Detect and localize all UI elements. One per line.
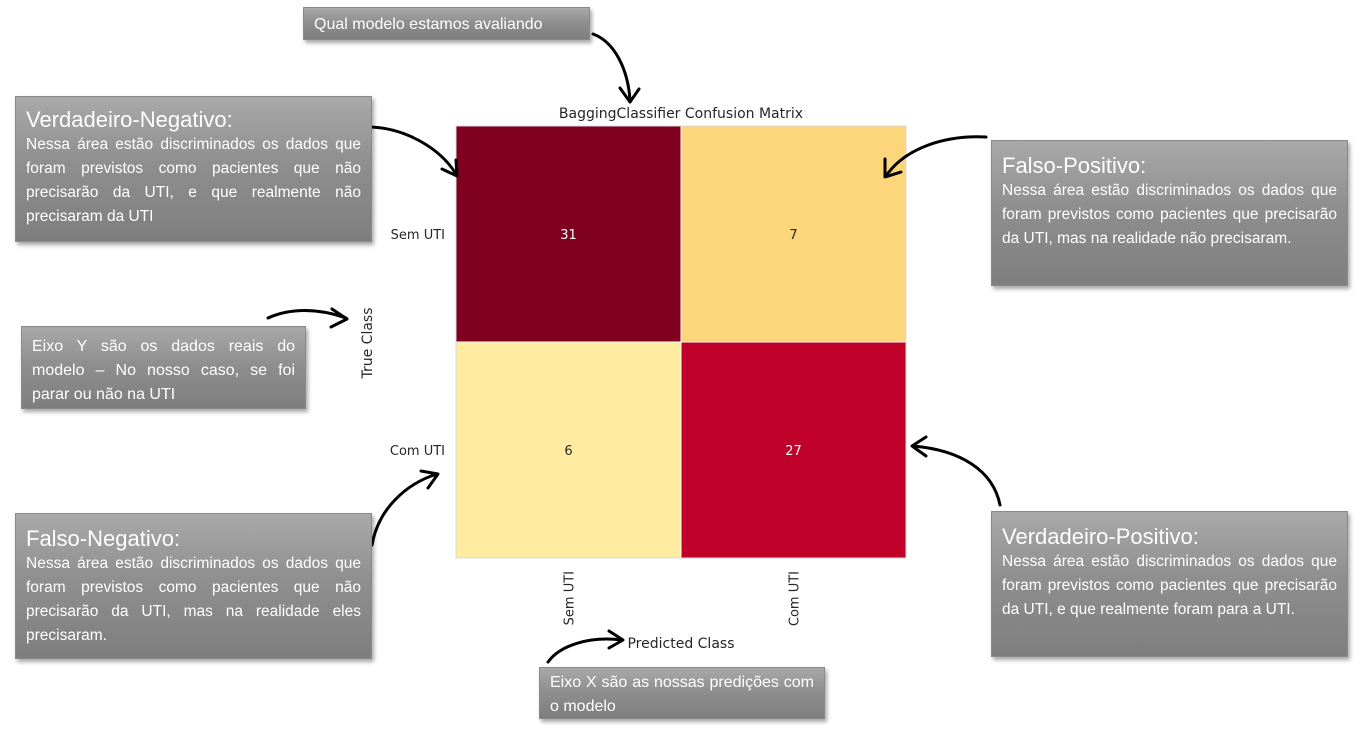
false-positive-text: Nessa área estão discriminados os dados … <box>1002 182 1337 247</box>
x-tick-label: Com UTI <box>788 571 803 626</box>
true-positive-title: Verdadeiro-Positivo: <box>1002 524 1199 549</box>
cell-value-label-1-1: 27 <box>785 444 802 459</box>
arrow-yaxis <box>266 309 348 320</box>
arrow-xaxis <box>546 637 624 664</box>
false-negative-title: Falso-Negativo: <box>26 526 181 551</box>
x-axis-callout-text: Eixo X são as nossas predições com o mod… <box>550 674 814 715</box>
x-axis-label: Predicted Class <box>627 636 734 652</box>
true-negative-text: Nessa área estão discriminados os dados … <box>26 136 361 225</box>
true-positive-text: Nessa área estão discriminados os dados … <box>1002 553 1337 618</box>
y-axis-callout-text: Eixo Y são os dados reais do modelo – No… <box>32 338 295 403</box>
y-tick-label: Com UTI <box>390 444 445 459</box>
arrowhead-fp <box>883 157 903 179</box>
chart-title: BaggingClassifier Confusion Matrix <box>559 106 803 122</box>
false-negative-text: Nessa área estão discriminados os dados … <box>26 555 361 644</box>
arrowhead-tp <box>910 435 928 458</box>
x-axis-callout: Eixo X são as nossas predições com o mod… <box>539 667 825 719</box>
heatmap-cell-1-0 <box>455 341 682 559</box>
heatmap-cells: 31 7 6 27 <box>455 125 907 559</box>
heatmap-cell-1-1 <box>680 341 907 559</box>
false-positive-title: Falso-Positivo: <box>1002 153 1147 178</box>
annotation-arrows <box>266 32 1002 664</box>
heatmap-frame <box>455 125 907 559</box>
arrow-model <box>591 32 632 102</box>
true-negative-callout: Verdadeiro-Negativo: Nessa área estão di… <box>15 96 372 242</box>
y-axis-callout: Eixo Y são os dados reais do modelo – No… <box>21 326 306 409</box>
arrowhead-fn <box>419 469 440 490</box>
arrow-fn <box>370 472 439 547</box>
axis-ticks: Sem UTI Com UTI Sem UTI Com UTI <box>390 228 803 626</box>
arrow-tn <box>368 125 458 176</box>
arrowhead-yaxis <box>329 307 349 329</box>
y-tick-label: Sem UTI <box>391 228 445 243</box>
cell-value-label-0-0: 31 <box>560 228 577 243</box>
arrow-fp <box>884 135 988 178</box>
cell-value-label-0-1: 7 <box>789 228 797 243</box>
x-tick-label: Sem UTI <box>563 571 578 625</box>
arrowhead-model <box>618 86 641 104</box>
false-negative-callout: Falso-Negativo: Nessa área estão discrim… <box>15 513 372 659</box>
true-positive-callout: Verdadeiro-Positivo: Nessa área estão di… <box>991 511 1348 657</box>
model-callout: Qual modelo estamos avaliando <box>303 7 590 40</box>
cell-value-label-1-0: 6 <box>564 444 572 459</box>
false-positive-callout: Falso-Positivo: Nessa área estão discrim… <box>991 140 1348 286</box>
y-axis-label: True Class <box>360 307 376 379</box>
arrow-tp <box>911 444 1002 507</box>
true-negative-title: Verdadeiro-Negativo: <box>26 107 233 132</box>
model-callout-text: Qual modelo estamos avaliando <box>314 16 543 33</box>
arrowhead-xaxis <box>607 629 625 650</box>
arrowhead-tn <box>440 158 459 178</box>
